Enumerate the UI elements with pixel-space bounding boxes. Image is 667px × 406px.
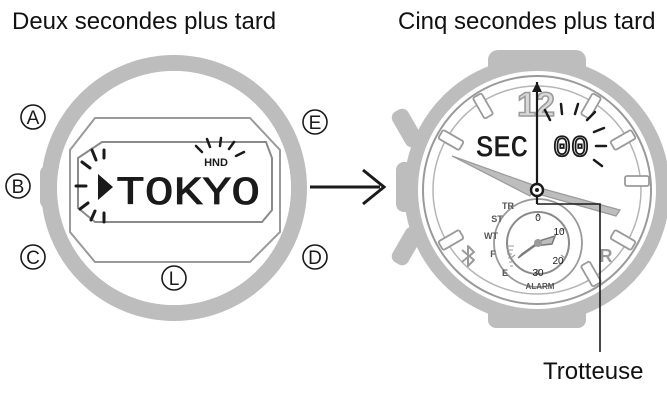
alarm-label: ALARM bbox=[526, 282, 555, 291]
subdial-scale-20: 20 bbox=[552, 256, 564, 267]
button-a-label: A bbox=[27, 108, 40, 129]
callout-leader bbox=[537, 203, 601, 352]
button-e-label: E bbox=[309, 113, 322, 134]
button-b-circle bbox=[5, 173, 31, 199]
button-c-label: C bbox=[26, 248, 40, 269]
mode-wt: WT bbox=[484, 231, 498, 241]
second-hand-tip bbox=[532, 82, 542, 92]
r-label: R bbox=[600, 246, 613, 266]
subdial-scale-30: 30 bbox=[532, 268, 544, 279]
button-l-label: L bbox=[169, 269, 180, 290]
button-c[interactable]: C bbox=[20, 244, 46, 270]
cursor-arrow-icon bbox=[98, 174, 113, 200]
button-e[interactable]: E bbox=[302, 109, 328, 135]
mode-e: E bbox=[502, 268, 508, 278]
hnd-flash-icon bbox=[194, 136, 246, 158]
cursor-flash-icon bbox=[74, 148, 106, 224]
subdial-pivot bbox=[534, 239, 542, 247]
subdial-scale-0: 0 bbox=[535, 213, 541, 224]
lcd-display-text: TOKYO bbox=[116, 172, 260, 217]
left-panel-title: Deux secondes plus tard bbox=[12, 8, 277, 35]
digital-sec-label: SEC bbox=[476, 132, 528, 166]
mode-f: F bbox=[490, 249, 496, 259]
button-e-circle bbox=[302, 109, 328, 135]
left-bezel bbox=[41, 55, 307, 321]
button-d-label: D bbox=[308, 248, 322, 269]
upper-left-pusher bbox=[391, 108, 423, 148]
right-arrow-icon bbox=[310, 168, 387, 206]
button-c-circle bbox=[20, 244, 46, 270]
subdial-scale-10: 10 bbox=[553, 227, 565, 238]
mode-tr: TR bbox=[502, 201, 514, 211]
button-d-circle bbox=[302, 244, 328, 270]
button-a-circle bbox=[20, 104, 46, 130]
button-b-label: B bbox=[12, 177, 25, 198]
second-hand-callout: Trotteuse bbox=[543, 358, 644, 385]
left-watch: HND TOKYO A B bbox=[5, 55, 328, 321]
button-l[interactable]: L bbox=[161, 265, 187, 291]
battery-level-ticks bbox=[507, 245, 514, 267]
button-b[interactable]: B bbox=[5, 173, 31, 199]
lcd-window bbox=[77, 141, 273, 223]
digital-sec-value: 00 bbox=[553, 132, 589, 166]
mode-st: ST bbox=[491, 214, 503, 224]
right-panel-title: Cinq secondes plus tard bbox=[398, 8, 656, 35]
button-l-circle bbox=[161, 265, 187, 291]
button-d[interactable]: D bbox=[302, 244, 328, 270]
seconds-flash-icon bbox=[543, 102, 608, 168]
right-watch: 12 SEC 00 TR ST bbox=[391, 50, 667, 352]
bluetooth-icon bbox=[461, 245, 475, 267]
button-a[interactable]: A bbox=[20, 104, 46, 130]
hour-markers bbox=[437, 92, 650, 288]
hnd-label: HND bbox=[204, 157, 228, 169]
